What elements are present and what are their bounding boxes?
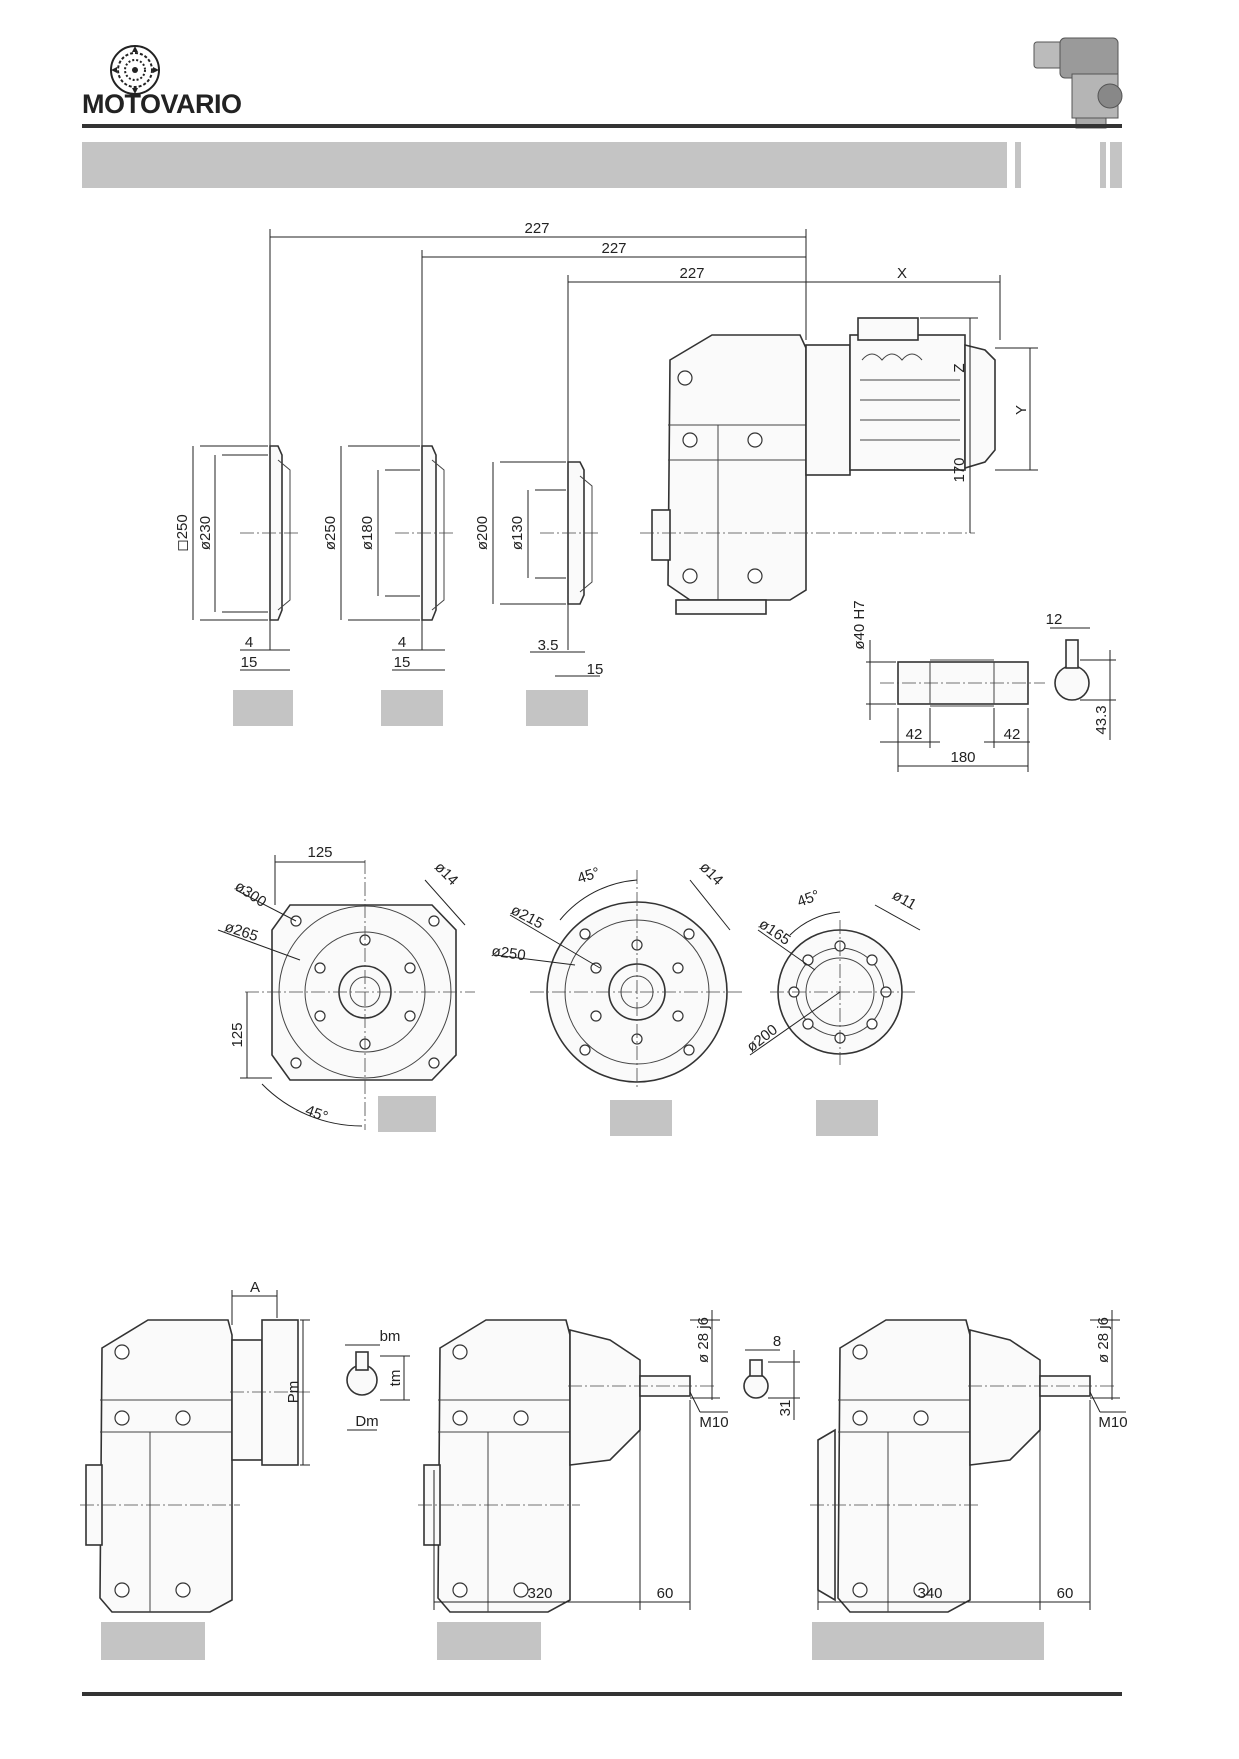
solid-shaft-view-2: ø 28 j6 M10 340 60	[810, 1310, 1128, 1660]
label-box	[526, 690, 588, 726]
motovario-logo-icon	[110, 45, 160, 95]
label-box	[378, 1096, 436, 1132]
dim-340: 340	[917, 1585, 942, 1602]
label-box	[610, 1100, 672, 1136]
dim-60: 60	[1057, 1585, 1074, 1602]
dim-15: 15	[587, 661, 604, 678]
flange-side-view-3: ø200 ø130 3.5 15	[474, 461, 604, 726]
dim-dia-180: ø180	[359, 516, 376, 550]
label-box	[101, 1622, 205, 1660]
dim-dia-11: ø11	[889, 887, 919, 914]
dim-227-c: 227	[679, 265, 704, 282]
dim-31: 31	[777, 1400, 794, 1417]
solid-shaft-view-1: ø 28 j6 M10 320 60 8 31	[418, 1310, 800, 1660]
dim-dia-265: ø265	[222, 918, 260, 945]
dim-4: 4	[398, 634, 406, 651]
dim-dia-250: ø250	[491, 943, 527, 965]
dim-bm: bm	[380, 1328, 401, 1345]
header-rule	[82, 124, 1122, 128]
brand-name: MOTOVARIO	[82, 89, 242, 119]
footer-rule	[82, 1692, 1122, 1696]
dim-x: X	[897, 265, 907, 282]
dim-dia-28j6: ø 28 j6	[1095, 1317, 1112, 1363]
dim-angle-45: 45°	[575, 864, 602, 887]
dim-dia-230: ø230	[197, 516, 214, 550]
dim-dia-215: ø215	[508, 901, 546, 932]
dim-angle-45: 45°	[303, 1102, 330, 1126]
dim-m10: M10	[699, 1414, 728, 1431]
dim-m10: M10	[1098, 1414, 1127, 1431]
dim-320: 320	[527, 1585, 552, 1602]
dim-227-a: 227	[524, 220, 549, 237]
dim-square-250: ◻250	[174, 514, 191, 551]
dim-43-3: 43.3	[1093, 705, 1110, 734]
flange-front-view-round: 45° ø14 ø215 ø250	[491, 859, 745, 1136]
dim-angle-45: 45°	[795, 887, 822, 911]
label-box	[812, 1622, 1044, 1660]
label-box	[816, 1100, 878, 1136]
dim-z: Z	[951, 363, 968, 372]
dim-a: A	[250, 1279, 260, 1296]
dim-dia-165: ø165	[756, 916, 794, 949]
header-bar-tab	[1100, 142, 1106, 188]
dim-dia-14: ø14	[431, 859, 461, 889]
flange-side-view-1: ◻250 ø230 4 15	[174, 445, 300, 726]
hollow-shaft-detail: ø40 H7 42 42 180 12 43.3	[851, 600, 1116, 772]
motor-adapter-view: A Pm bm tm Dm	[80, 1279, 410, 1660]
dim-y: Y	[1013, 405, 1030, 415]
header-bar-tab-end	[1110, 142, 1122, 188]
dim-dia-28j6: ø 28 j6	[695, 1317, 712, 1363]
label-box	[381, 690, 443, 726]
dim-227-b: 227	[601, 240, 626, 257]
dim-42-left: 42	[906, 726, 923, 743]
dim-dia-14: ø14	[696, 859, 726, 889]
label-box	[437, 1622, 541, 1660]
dim-key-12: 12	[1046, 611, 1063, 628]
flange-front-view-square: 125 125 ø300 ø265 ø14 45°	[217, 844, 475, 1132]
flange-front-view-small: 45° ø11 ø165 ø200	[744, 887, 921, 1136]
dim-dia-200: ø200	[474, 516, 491, 550]
dim-dm: Dm	[355, 1413, 378, 1430]
dim-4: 4	[245, 634, 253, 651]
dim-15: 15	[241, 654, 258, 671]
header-bar	[82, 142, 1007, 188]
dim-dia-200: ø200	[744, 1021, 781, 1055]
dim-dia-250: ø250	[322, 516, 339, 550]
dim-180: 180	[950, 749, 975, 766]
dim-3-5: 3.5	[538, 637, 559, 654]
dim-15: 15	[394, 654, 411, 671]
dim-125-top: 125	[307, 844, 332, 861]
dim-170: 170	[951, 457, 968, 482]
dim-tm: tm	[387, 1370, 404, 1387]
dim-125-left: 125	[229, 1022, 246, 1047]
dim-pm: Pm	[285, 1381, 302, 1404]
dim-bore-40h7: ø40 H7	[851, 600, 868, 649]
header-bar-separator	[1015, 142, 1021, 188]
dim-dia-300: ø300	[232, 878, 270, 911]
label-box	[233, 690, 293, 726]
gearbox-with-motor: Z 170 Y	[640, 317, 1038, 615]
gear-motor-icon	[1033, 37, 1123, 129]
dim-dia-130: ø130	[509, 516, 526, 550]
dim-60: 60	[657, 1585, 674, 1602]
dim-key-8: 8	[773, 1333, 781, 1350]
flange-side-view-2: ø250 ø180 4 15	[322, 445, 455, 726]
dim-42-right: 42	[1004, 726, 1021, 743]
